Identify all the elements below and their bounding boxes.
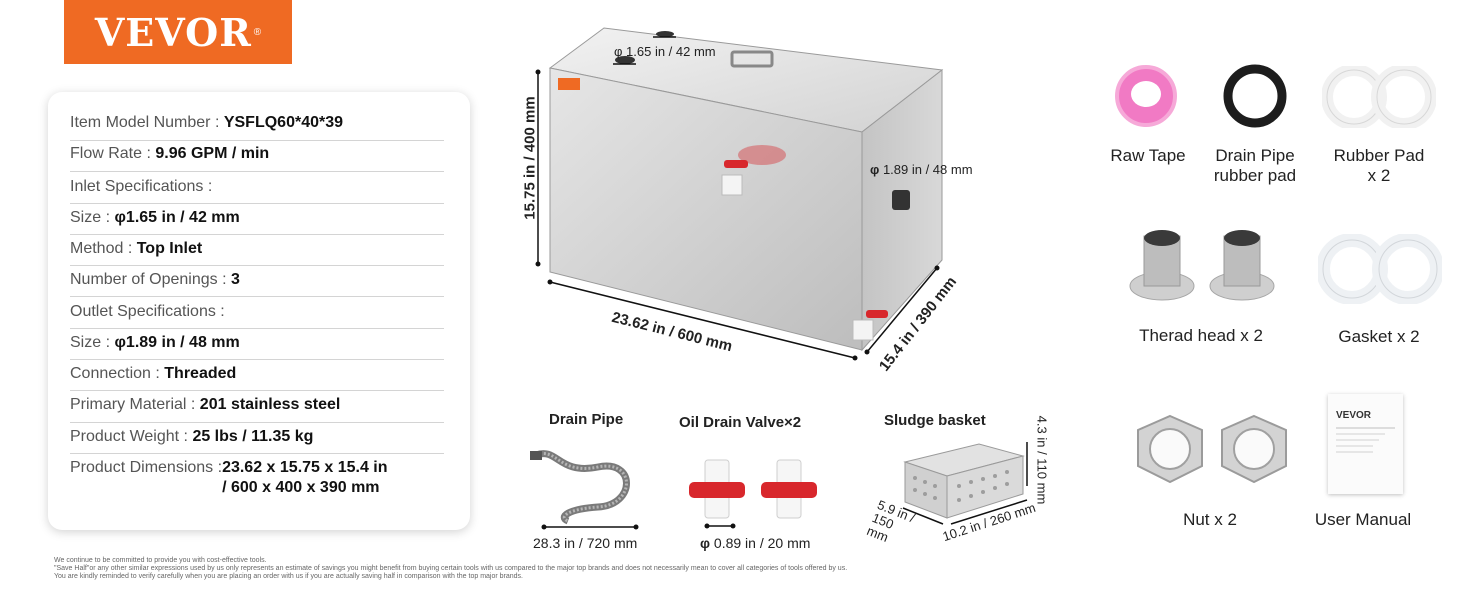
basket-height-dim: 4.3 in / 110 mm [1034,415,1050,505]
diameter-symbol: φ [870,162,880,177]
grease-trap-tank-illustration [535,27,944,361]
spec-value: Top Inlet [136,240,203,257]
valve-title: Oil Drain Valve×2 [679,414,802,431]
spec-value: Threaded [164,365,237,382]
registered-mark: ® [253,26,262,38]
spec-method: Method : Top Inlet [70,240,444,266]
manual-label: User Manual [1314,510,1412,529]
spec-label: Flow Rate : [70,145,156,162]
drain-pipe-dim-line [541,524,639,530]
gasket-label: Gasket x 2 [1338,327,1420,346]
spec-label: Inlet Specifications : [70,178,213,195]
valve-dim-value: 0.89 in / 20 mm [713,535,811,551]
thread-head-label: Therad head x 2 [1139,326,1263,345]
outlet-dim-label: φ 1.89 in / 48 mm [870,162,973,177]
spec-label: Outlet Specifications : [70,303,225,320]
inlet-dim-label: φ 1.65 in / 42 mm [614,44,716,59]
drain-pad-label: Drain Pipe rubber pad [1200,146,1310,186]
footnote-line: You are kindly reminded to verify carefu… [54,573,523,580]
drain-pipe-title: Drain Pipe [549,411,624,428]
drain-pipe-rubber-pad-image [1223,64,1287,128]
spec-label: Number of Openings : [70,271,231,288]
thread-head-image [1129,230,1275,301]
tank-height-dim: 15.75 in / 400 mm [521,96,539,220]
spec-weight: Product Weight : 25 lbs / 11.35 kg [70,428,444,454]
spec-openings: Number of Openings : 3 [70,271,444,297]
spec-value: 201 stainless steel [199,396,341,413]
diameter-symbol: φ [700,535,711,551]
sludge-basket-image [902,442,1028,525]
spec-value: φ1.89 in / 48 mm [114,334,240,351]
spec-outlet-size: Size : φ1.89 in / 48 mm [70,334,444,360]
outlet-dim-value: 1.89 in / 48 mm [882,162,973,177]
basket-title: Sludge basket [884,412,986,429]
spec-label: Connection : [70,365,165,382]
spec-inlet-header: Inlet Specifications : [70,178,444,204]
spec-connection: Connection : Threaded [70,365,444,391]
spec-flow-rate: Flow Rate : 9.96 GPM / min [70,145,444,172]
spec-material: Primary Material : 201 stainless steel [70,396,444,423]
spec-model: Item Model Number : YSFLQ60*40*39 [70,114,444,141]
spec-label: Method : [70,240,137,257]
spec-label: Size : [70,334,115,351]
rubber-pad-label-line1: Rubber Pad [1333,146,1425,165]
rubber-pad-label: Rubber Pad x 2 [1320,146,1438,186]
spec-inlet-size: Size : φ1.65 in / 42 mm [70,209,444,235]
nut-label: Nut x 2 [1183,510,1237,529]
spec-dimensions: Product Dimensions : 23.62 x 15.75 x 15.… [70,459,444,503]
valve-dim-line [704,523,736,529]
rubber-pad-label-line2: x 2 [1367,166,1391,185]
spec-value: 9.96 GPM / min [155,145,270,162]
disclaimer-footnote: We continue to be committed to provide y… [54,557,1054,581]
spec-label: Primary Material : [70,396,200,413]
spec-value: 23.62 x 15.75 x 15.4 in [222,459,388,476]
spec-label: Product Dimensions : [70,459,223,476]
spec-value: YSFLQ60*40*39 [223,114,344,131]
spec-label: Product Weight : [70,428,193,445]
gasket-image [1318,234,1442,304]
drain-pad-label-line2: rubber pad [1213,166,1297,185]
raw-tape-image [1115,65,1177,127]
spec-value: / 600 x 400 x 390 mm [222,479,380,496]
footnote-line: "Save Half"or any other similar expressi… [54,565,848,572]
footnote-line: We continue to be committed to provide y… [54,557,267,564]
logo-text: VEVOR [94,9,252,55]
spec-label: Size : [70,209,115,226]
spec-value: 3 [230,271,240,288]
rubber-pad-image [1322,66,1436,128]
spec-label: Item Model Number : [70,114,224,131]
drain-pipe-dim: 28.3 in / 720 mm [533,535,638,551]
oil-drain-valve-image [689,459,817,519]
drain-pipe-image [530,450,630,525]
valve-dim-label: φ 0.89 in / 20 mm [700,535,810,551]
drain-pad-label-line1: Drain Pipe [1215,146,1295,165]
user-manual-image: VEVOR [1328,394,1403,494]
spec-card: Item Model Number : YSFLQ60*40*39 Flow R… [48,92,470,530]
spec-value: 25 lbs / 11.35 kg [192,428,314,445]
nut-image [1137,414,1287,484]
manual-brand: VEVOR [1336,410,1372,421]
raw-tape-label: Raw Tape [1110,146,1186,165]
spec-value: φ1.65 in / 42 mm [114,209,240,226]
vevor-logo: VEVOR® [64,0,292,64]
spec-outlet-header: Outlet Specifications : [70,303,444,329]
